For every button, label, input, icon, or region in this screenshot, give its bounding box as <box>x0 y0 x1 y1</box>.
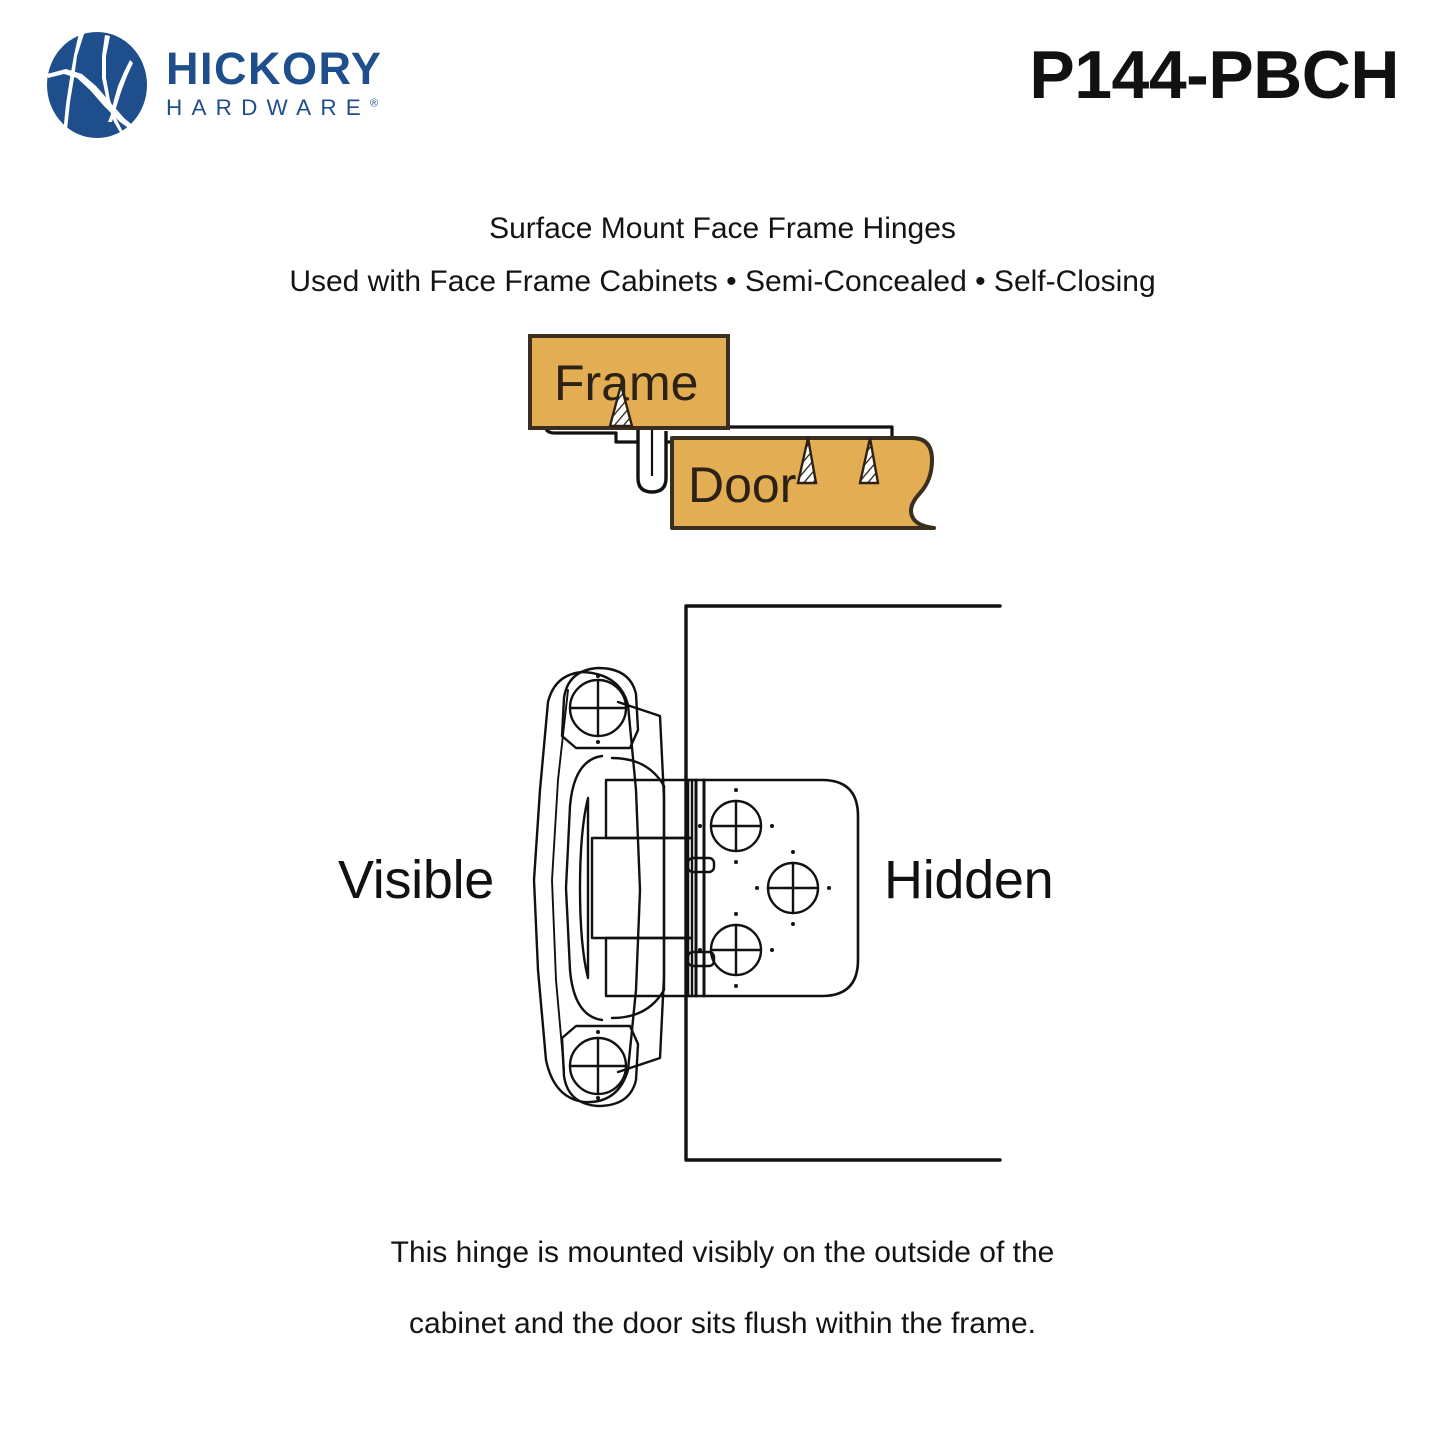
hinge-upper-ear <box>560 666 640 750</box>
center-mark-dots <box>596 674 831 1100</box>
hickory-tree-circle-logo-icon <box>47 32 147 138</box>
hinge-cup-body <box>610 756 666 1020</box>
plate-screw-bottom <box>709 923 763 977</box>
visible-side-label: Visible <box>338 850 494 910</box>
wing-screw-top <box>568 678 628 738</box>
hinge-mounting-plate <box>686 778 860 998</box>
brand-name-secondary-text: HARDWARE <box>166 95 371 121</box>
hinge-cup-left-arc <box>578 796 590 980</box>
brand-wordmark: HICKORY HARDWARE® <box>166 43 383 122</box>
door-screw-hatch-1 <box>796 437 818 485</box>
hinge-technical-drawing <box>532 604 1002 1162</box>
plate-screw-middle <box>766 861 820 915</box>
wing-screw-bottom <box>568 1036 628 1096</box>
caption-line-1: This hinge is mounted visibly on the out… <box>390 1236 1055 1269</box>
caption-line-2: cabinet and the door sits flush within t… <box>408 1307 1036 1340</box>
brand-logo: HICKORY HARDWARE® <box>44 30 382 140</box>
frame-screw-hatch <box>608 380 634 428</box>
subtitle-line-1: Surface Mount Face Frame Hinges <box>489 212 956 245</box>
hinge-lower-ear <box>560 1024 640 1108</box>
header: HICKORY HARDWARE® P144-PBCH <box>0 0 1445 165</box>
cabinet-bracket-outline <box>684 604 1002 1162</box>
plate-screw-top <box>709 799 763 853</box>
hinge-knuckle-middle <box>590 836 694 940</box>
wing-inner-edge-left <box>551 689 569 1071</box>
hidden-side-label: Hidden <box>884 850 1054 910</box>
product-sku: P144-PBCH <box>1029 37 1399 113</box>
hinge-knuckle-top <box>604 778 694 840</box>
brand-name-secondary: HARDWARE® <box>166 94 382 122</box>
footer-caption: This hinge is mounted visibly on the out… <box>0 1238 1445 1339</box>
registered-mark: ® <box>370 97 379 110</box>
hinge-cup-outer-arc <box>564 754 604 1022</box>
brand-name-primary: HICKORY <box>166 43 383 95</box>
door-screw-hatch-2 <box>858 437 880 485</box>
door-label: Door <box>688 457 796 513</box>
hinge-knuckle-bottom <box>604 936 694 998</box>
frame-door-cross-section-diagram: Frame Door <box>528 334 936 530</box>
subtitle-line-2: Used with Face Frame Cabinets • Semi-Con… <box>289 265 1156 298</box>
